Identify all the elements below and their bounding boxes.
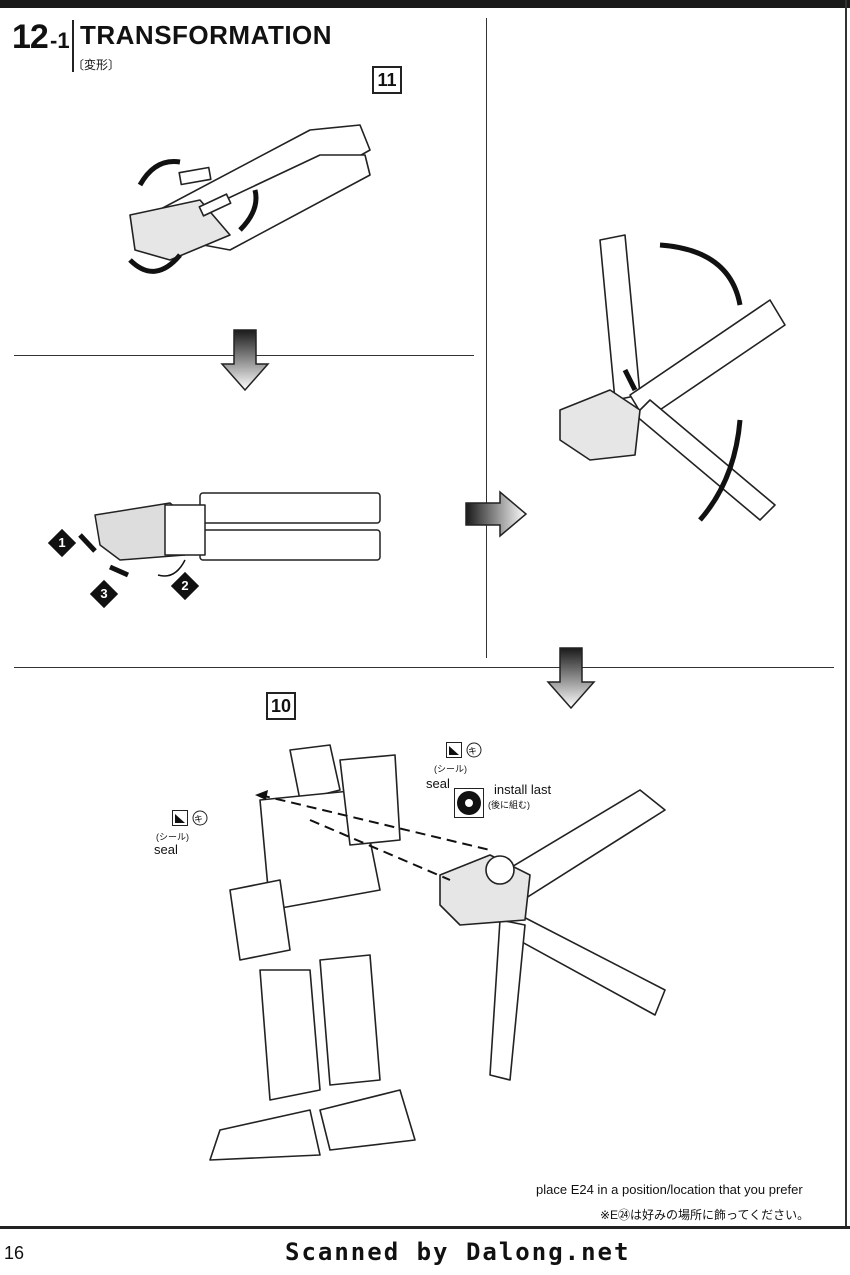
sticker-circle-icon-left — [192, 810, 208, 826]
sticker-circle-icon — [466, 742, 482, 758]
right-arrow-icon — [465, 490, 528, 538]
sticker-glyph-right: キ — [468, 746, 478, 756]
part-callout-10: 10 — [266, 692, 296, 720]
seal-en-left: seal — [154, 842, 178, 857]
horizontal-divider-full — [14, 667, 834, 668]
sticker-glyph-left: キ — [194, 814, 204, 824]
header-divider — [72, 20, 74, 72]
tripod-weapon-illustration — [439, 789, 666, 1081]
weapon-unfolding-illustration — [78, 492, 381, 578]
vertical-divider — [486, 18, 487, 658]
scan-credit: Scanned by Dalong.net — [285, 1238, 631, 1266]
down-arrow-icon — [220, 329, 270, 392]
sticker-icon-left — [172, 810, 188, 826]
e24-note-en: place E24 in a position/location that yo… — [536, 1182, 803, 1197]
weapon-folded-illustration — [128, 124, 371, 274]
part-callout-11: 11 — [372, 66, 402, 94]
step-number: 12 — [12, 18, 49, 56]
page-title: TRANSFORMATION — [80, 20, 333, 50]
sticker-icon — [446, 742, 462, 758]
robot-illustration — [209, 744, 416, 1161]
page-title-jp: 〔変形〕 — [72, 58, 121, 72]
step-badge-1-label: 1 — [58, 535, 66, 550]
seal-en-right: seal — [426, 776, 450, 791]
step-badge-2-label: 2 — [181, 578, 189, 593]
guide-lines — [255, 790, 491, 881]
install-last-jp: (後に組む) — [488, 800, 530, 810]
footer-rule — [0, 1226, 850, 1229]
weapon-rotated-illustration — [559, 234, 786, 522]
step-sub-number: -1 — [50, 28, 70, 53]
step-badge-3-label: 3 — [100, 586, 108, 601]
right-border — [845, 0, 847, 1228]
install-last-en: install last — [494, 782, 552, 797]
page-number: 16 — [4, 1243, 25, 1263]
e24-note-jp: ※E㉔は好みの場所に飾ってください。 — [600, 1208, 810, 1222]
seal-jp-left: (シール) — [156, 832, 189, 842]
down-arrow-icon-2 — [546, 647, 596, 710]
install-last-icon — [454, 788, 484, 818]
top-border — [0, 0, 850, 8]
seal-jp-right: (シール) — [434, 764, 467, 774]
